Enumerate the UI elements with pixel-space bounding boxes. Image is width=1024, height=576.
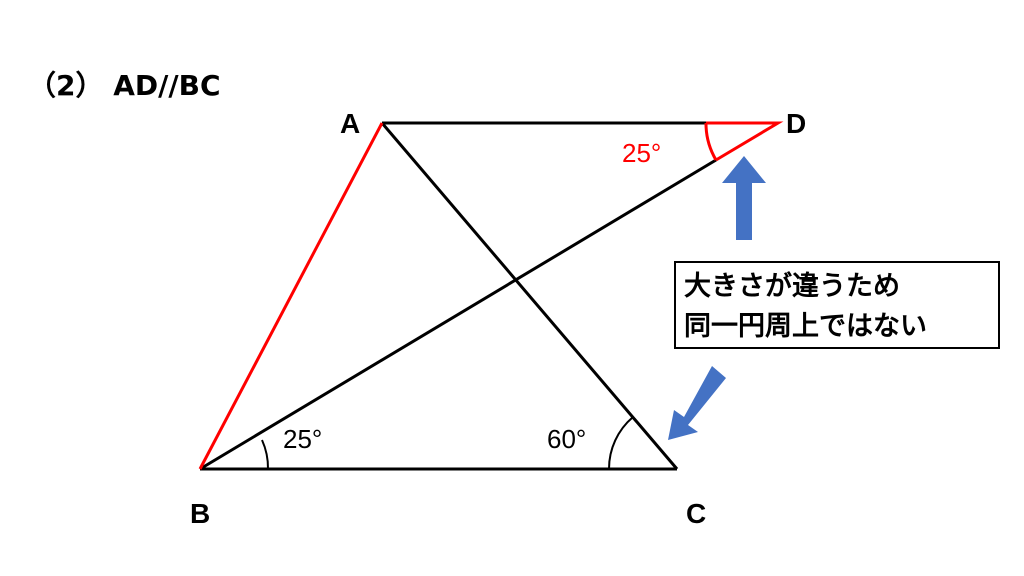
point-label-c: C <box>686 498 707 529</box>
angle-b-arc <box>261 439 270 470</box>
point-label-d: D <box>786 108 807 139</box>
problem-title: （2） AD//BC <box>28 69 221 102</box>
angle-d-sides <box>706 121 784 162</box>
point-label-a: A <box>340 108 361 139</box>
segment-ab <box>198 122 384 470</box>
segment-bd <box>199 158 717 471</box>
segment-ac <box>380 122 679 470</box>
angle-label-d: 25° <box>622 138 662 168</box>
angle-c-arc <box>607 416 634 470</box>
point-label-b: B <box>190 498 211 529</box>
up-arrow <box>722 156 766 240</box>
angle-d-arc <box>704 122 718 161</box>
note-line-1: 大きさが違うため <box>684 271 900 302</box>
note-box: 大きさが違うため 同一円周上ではない <box>674 261 1000 349</box>
angle-label-c: 60° <box>547 424 587 454</box>
angle-label-b: 25° <box>283 424 323 454</box>
note-line-2: 同一円周上ではない <box>684 311 927 342</box>
diagonal-arrow <box>668 366 726 440</box>
